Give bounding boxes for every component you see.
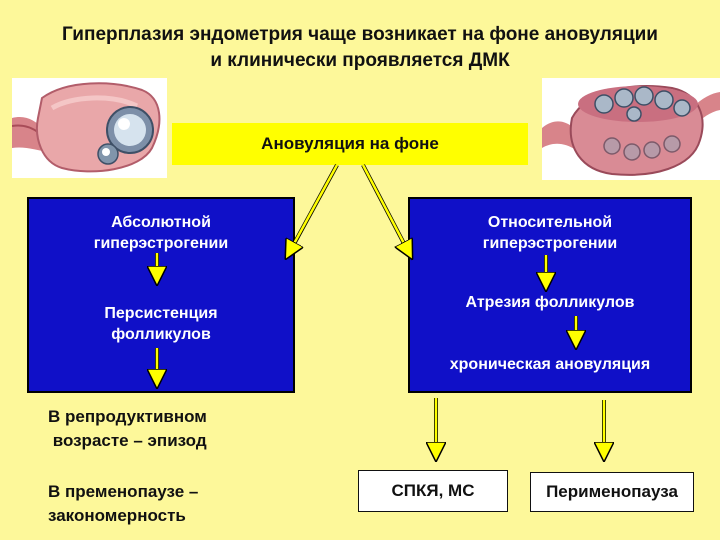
absolute-hyperestrogenism-heading: Абсолютной гиперэстрогении — [27, 212, 295, 254]
persistence-line-1: Персистенция — [104, 305, 218, 322]
chronic-anovulation-label: хроническая ановуляция — [449, 356, 651, 373]
premenopause-note: В пременопаузе – закономерность — [48, 480, 198, 528]
perimenopause-box: Перименопауза — [530, 472, 694, 512]
ovary-follicle-illustration — [12, 78, 167, 178]
polycystic-ovary-illustration — [542, 78, 720, 180]
pcos-ms-box: СПКЯ, МС — [358, 470, 508, 512]
banner-to-right-arrow — [361, 164, 410, 255]
reproductive-line-1: В репродуктивном — [48, 407, 207, 426]
absolute-heading-line-2: гиперэстрогении — [93, 235, 229, 252]
relative-hyperestrogenism-panel — [408, 197, 692, 393]
absolute-heading-line-1: Абсолютной — [111, 214, 211, 231]
banner-to-left-arrow — [288, 164, 339, 255]
relative-hyperestrogenism-heading: Относительной гиперэстрогении — [408, 212, 692, 254]
title-line-1: Гиперплазия эндометрия чаще возникает на… — [61, 24, 658, 45]
reproductive-line-2: возрасте – эпизод — [48, 431, 207, 450]
relative-heading-line-1: Относительной — [487, 214, 613, 231]
absolute-hyperestrogenism-panel — [27, 197, 295, 393]
title-line-2: и клинически проявляется ДМК — [210, 50, 510, 71]
slide-title: Гиперплазия эндометрия чаще возникает на… — [10, 22, 710, 74]
reproductive-age-note: В репродуктивном возрасте – эпизод — [48, 405, 207, 453]
relative-heading-line-2: гиперэстрогении — [482, 235, 618, 252]
follicle-atresia-label: Атрезия фолликулов — [465, 294, 635, 311]
premenopause-line-2: закономерность — [48, 506, 186, 525]
anovulation-banner: Ановуляция на фоне — [172, 123, 528, 165]
persistence-line-2: фолликулов — [111, 326, 211, 343]
premenopause-line-1: В пременопаузе – — [48, 482, 199, 501]
follicle-persistence-label: Персистенция фолликулов — [27, 303, 295, 345]
